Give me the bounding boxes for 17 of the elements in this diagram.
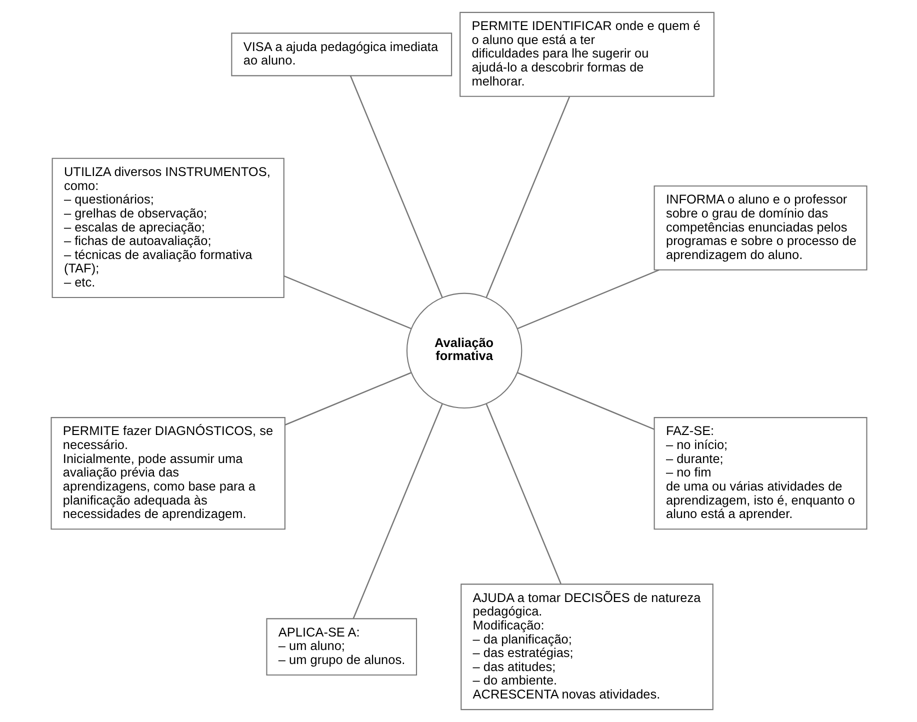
- node-box: INFORMA o aluno e o professor sobre o grau de domínio das competências enunciadas pelos programas e sobre o processo de aprendizagem do aluno.: [653, 185, 867, 270]
- connector: [485, 404, 561, 584]
- connector: [284, 372, 411, 426]
- node-box: FAZ-SE: – no início; – durante; – no fim de uma ou várias atividades de aprendizagem, isto é, enquanto o aluno está a aprender.: [653, 417, 867, 530]
- connector: [283, 275, 411, 330]
- node-box: APLICA-SE A: – um aluno; – um grupo de alunos.: [266, 618, 417, 676]
- connector: [349, 75, 442, 298]
- connector: [516, 372, 654, 430]
- node-box: AJUDA a tomar DECISÕES de natureza pedagógica. Modificação: – da planificação; – das estratégias; – das atitudes; – do ambiente. ACRESCENTA novas atividades.: [460, 584, 713, 710]
- connector: [516, 269, 659, 330]
- node-circle: Avaliação formativa: [406, 292, 522, 409]
- node-box: PERMITE fazer DIAGNÓSTICOS, se necessário. Inicialmente, pode assumir uma avaliação prévia das aprendizagens, como base para a planificação adequada às necessidades de aprendizagem.: [50, 417, 285, 530]
- connector: [485, 96, 570, 298]
- node-box: VISA a ajuda pedagógica imediata ao aluno.: [230, 32, 452, 76]
- node-box: UTILIZA diversos INSTRUMENTOS, como: – questionários; – grelhas de observação; – escalas de apreciação; – fichas de autoavaliação; – técnicas de avaliação formativa (TAF); – etc.: [51, 158, 284, 298]
- connector: [352, 404, 442, 619]
- node-box: PERMITE IDENTIFICAR onde e quem é o aluno que está a ter dificuldades para lhe sugerir ou ajudá-lo a descobrir formas de melhorar.: [459, 12, 714, 97]
